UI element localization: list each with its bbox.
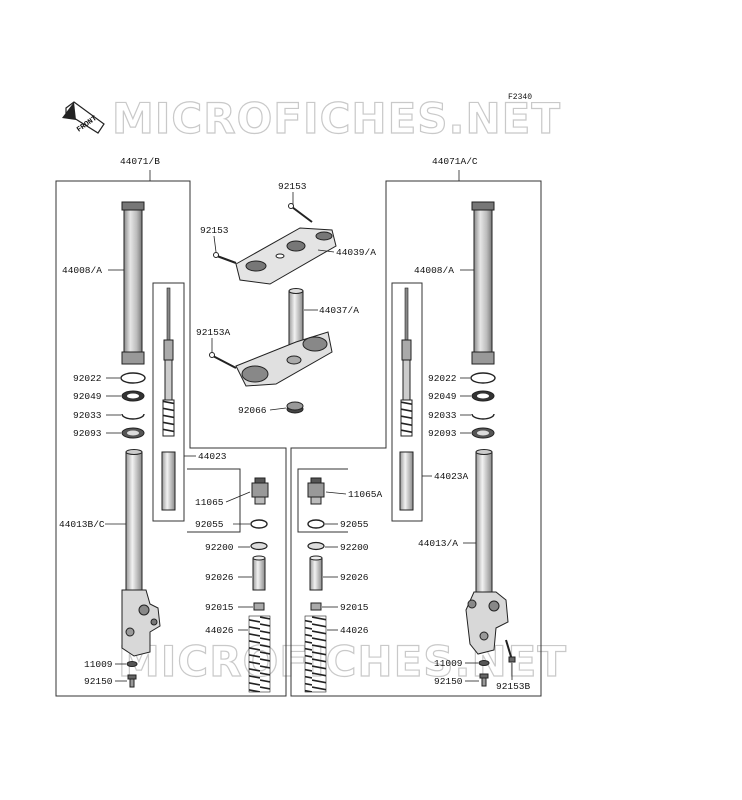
seal-right (470, 372, 496, 384)
nut-right (310, 602, 322, 611)
label-inner-tube-left: 44013B/C (59, 519, 105, 530)
label-spacer-left: 92026 (205, 572, 234, 583)
right-cartridge-frame (391, 282, 423, 522)
label-ring-left: 92200 (205, 542, 234, 553)
outer-tube-left (121, 201, 145, 365)
fork-cap-left (251, 477, 269, 505)
front-arrow-icon: FRONT (62, 101, 105, 134)
label-ring-right: 92200 (340, 542, 369, 553)
circlip-right (471, 413, 495, 420)
label-dust-right: 92093 (428, 428, 457, 439)
label-drain-right: 92150 (434, 676, 463, 687)
cartridge-left (161, 287, 176, 511)
axle-bolt-right (505, 639, 516, 663)
ring-right (307, 541, 325, 551)
right-cap-frame (297, 468, 348, 533)
oring-right (307, 519, 325, 529)
label-oring-left: 92055 (195, 519, 224, 530)
bracket-bolt-left (213, 252, 237, 264)
nut-left (253, 602, 265, 611)
left-cap-frame (187, 468, 241, 533)
label-oring-right: 92055 (340, 519, 369, 530)
circlip-left (121, 413, 145, 420)
inner-tube-left (121, 449, 161, 657)
drain-bolt-left (127, 674, 137, 688)
label-circlip-right: 92033 (428, 410, 457, 421)
label-axle-bolt-right: 92153B (496, 681, 531, 692)
label-outer-tube-left: 44008/A (62, 265, 102, 276)
right-assembly-frame (290, 180, 542, 697)
label-cartridge-left: 44023 (198, 451, 227, 462)
label-gasket-right: 11009 (434, 658, 463, 669)
label-cap-right: 11065A (348, 489, 383, 500)
upper-bracket (235, 227, 337, 285)
label-gasket-left: 11009 (84, 659, 113, 670)
label-dust-left: 92093 (73, 428, 102, 439)
spring-left (248, 615, 271, 693)
gasket-right (478, 660, 490, 666)
label-spring-left: 44026 (205, 625, 234, 636)
steering-stem (235, 288, 333, 387)
label-spacer-right: 92026 (340, 572, 369, 583)
ring-left (250, 541, 268, 551)
label-cartridge-right: 44023A (434, 471, 469, 482)
label-washer-right: 92049 (428, 391, 457, 402)
stem-nut (286, 401, 304, 414)
fork-cap-right (307, 477, 325, 505)
label-stem-bolt: 92153A (196, 327, 231, 338)
label-washer-left: 92049 (73, 391, 102, 402)
label-circlip-left: 92033 (73, 410, 102, 421)
bracket-bolt-top (288, 203, 313, 223)
label-nut-left: 92015 (205, 602, 234, 613)
stem-bolt (209, 352, 237, 369)
label-stem: 44037/A (319, 305, 359, 316)
left-cartridge-frame (152, 282, 185, 522)
label-stem-nut: 92066 (238, 405, 267, 416)
watermark-top: MICROFICHES.NET (112, 94, 561, 143)
watermark-bottom: MICROFICHES.NET (118, 637, 567, 686)
label-spring-right: 44026 (340, 625, 369, 636)
spring-right (304, 615, 327, 693)
label-drain-left: 92150 (84, 676, 113, 687)
drain-bolt-right (479, 673, 489, 687)
label-assy-right: 44071A/C (432, 156, 478, 167)
spacer-left (252, 555, 266, 591)
seal-left (120, 372, 146, 384)
label-bracket-bolt-left: 92153 (200, 225, 229, 236)
figure-code: F2340 (508, 93, 532, 102)
label-upper-bracket: 44039/A (336, 247, 376, 258)
spacer-right (309, 555, 323, 591)
label-seal-left: 92022 (73, 373, 102, 384)
label-seal-right: 92022 (428, 373, 457, 384)
gasket-left (126, 661, 138, 667)
outer-tube-right (471, 201, 495, 365)
label-assy-left: 44071/B (120, 156, 160, 167)
label-nut-right: 92015 (340, 602, 369, 613)
label-bracket-bolt: 92153 (278, 181, 307, 192)
oring-left (250, 519, 268, 529)
label-cap-left: 11065 (195, 497, 224, 508)
label-inner-tube-right: 44013/A (418, 538, 458, 549)
cartridge-right (399, 287, 414, 511)
left-assembly-frame (55, 180, 287, 697)
label-outer-tube-right: 44008/A (414, 265, 454, 276)
inner-tube-right (465, 449, 509, 655)
